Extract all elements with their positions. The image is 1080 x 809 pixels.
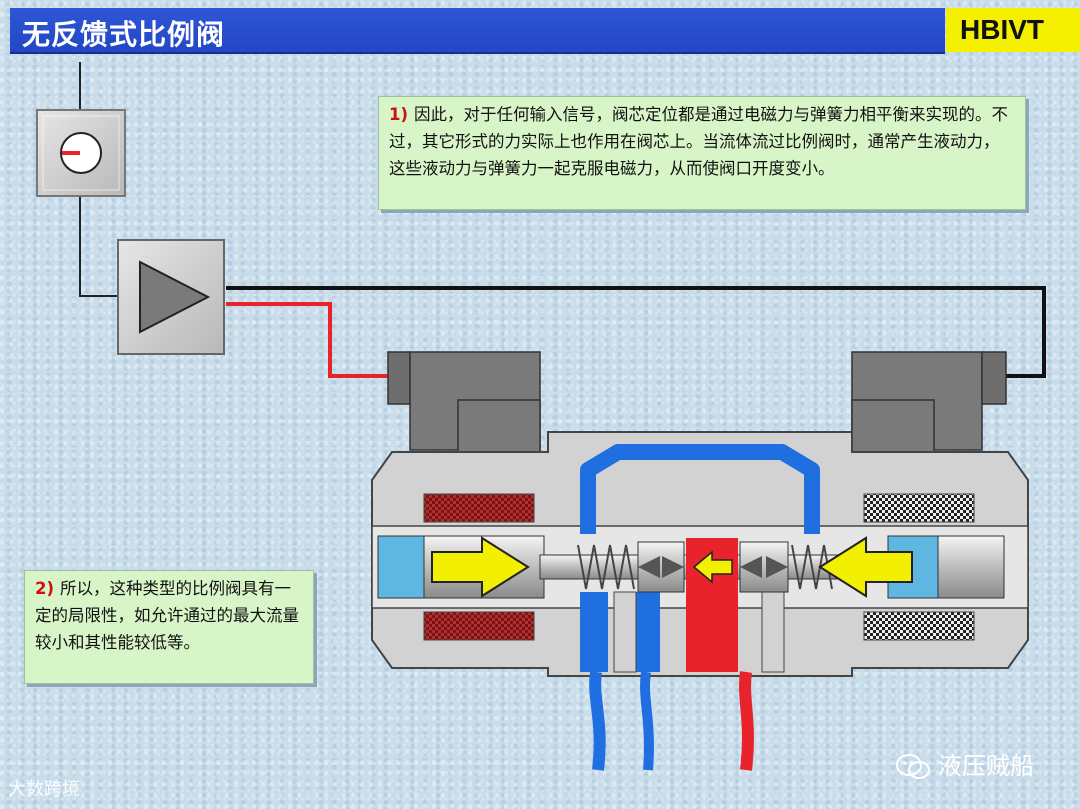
left-coil-bottom	[423, 611, 535, 641]
control-wiring	[79, 62, 1046, 378]
watermark-right-text: 液压贼船	[938, 752, 1034, 780]
return-wire-black	[226, 286, 1046, 378]
amplifier-triangle-icon	[139, 260, 211, 334]
note-2-text: 所以，这种类型的比例阀具有一定的局限性，如允许通过的最大流量较小和其性能较低等。	[35, 579, 299, 652]
note-2: 2)所以，这种类型的比例阀具有一定的局限性，如允许通过的最大流量较小和其性能较低…	[24, 570, 314, 684]
right-coil-top	[863, 493, 975, 523]
watermark-left: 大数跨境	[8, 775, 80, 801]
brand-logo-text: HBIVT	[960, 14, 1044, 45]
brand-box: HBIVT	[946, 8, 1080, 52]
left-coil-top	[423, 493, 535, 523]
wechat-icon	[896, 754, 930, 779]
left-spring	[577, 544, 635, 590]
potentiometer-icon	[60, 132, 102, 174]
title-bar: 无反馈式比例阀	[10, 8, 945, 54]
potentiometer-box	[36, 109, 126, 197]
right-connector	[851, 351, 1007, 453]
amplifier-box	[117, 239, 225, 355]
right-force-arrow	[818, 536, 913, 598]
force-arrow-icon	[431, 536, 913, 598]
left-force-arrow	[431, 536, 530, 598]
spool	[577, 541, 833, 593]
note-1: 1)因此，对于任何输入信号，阀芯定位都是通过电磁力与弹簧力相平衡来实现的。不过，…	[378, 96, 1026, 210]
watermark-right: 液压贼船	[896, 746, 1034, 781]
note-1-text: 因此，对于任何输入信号，阀芯定位都是通过电磁力与弹簧力相平衡来实现的。不过，其它…	[389, 105, 1009, 178]
note-1-number: 1)	[389, 105, 409, 124]
watermark-left-text: 大数跨境	[8, 779, 80, 800]
tank-channel	[580, 444, 820, 534]
right-spring	[791, 544, 833, 590]
right-coil-bottom	[863, 611, 975, 641]
flow-force-arrow	[692, 550, 733, 584]
signal-wire-red	[226, 302, 392, 378]
note-2-number: 2)	[35, 579, 55, 598]
page-title: 无反馈式比例阀	[22, 18, 226, 51]
left-connector	[387, 351, 541, 453]
